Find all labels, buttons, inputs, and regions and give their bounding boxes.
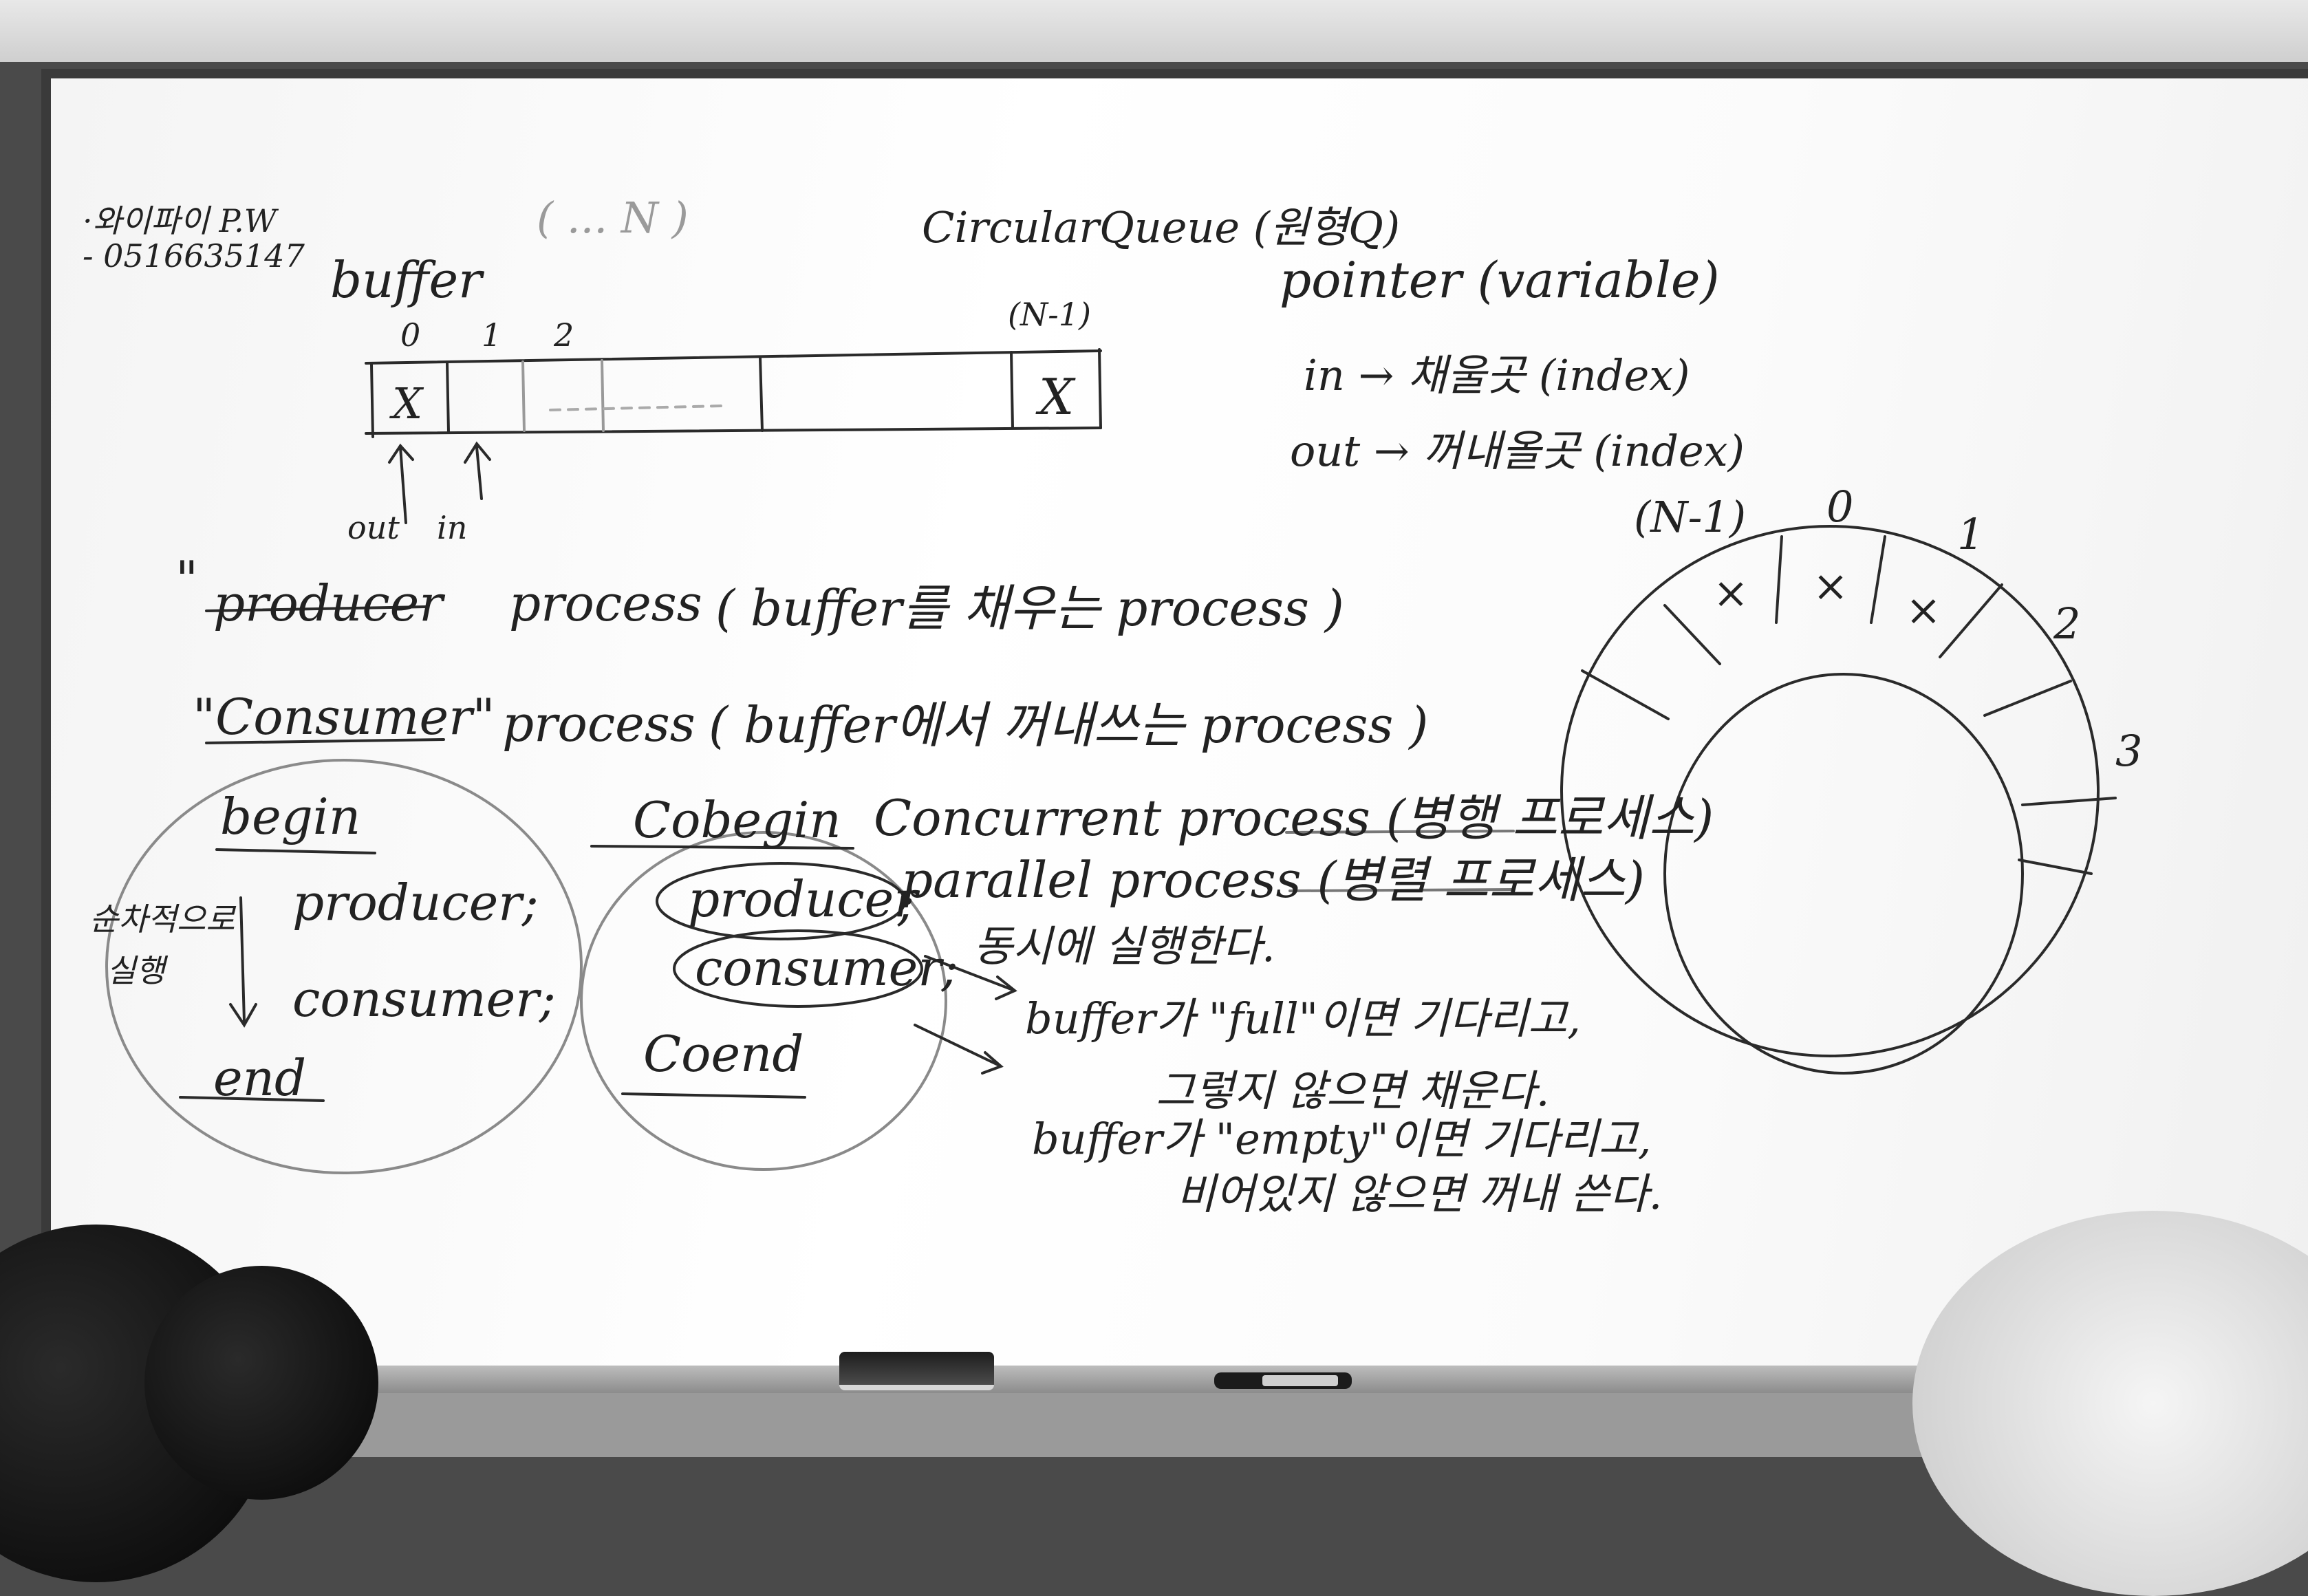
sequential-side-note-2: 실행 (107, 952, 165, 989)
buffer-index-last: (N-1) (1008, 296, 1091, 333)
buffer-index-1: 1 (482, 316, 502, 354)
empty-else-note: 비어있지 않으면 꺼내 쓴다. (1176, 1169, 1663, 1219)
in-definition: in → 채울곳 (index) (1304, 350, 1690, 400)
out-pointer-label: out (347, 509, 400, 546)
in-pointer-label: in (437, 509, 468, 546)
faint-erased-text: ( ... N ) (537, 193, 689, 243)
whiteboard-marker (1214, 1372, 1352, 1389)
cobegin-keyword: Cobegin (633, 791, 841, 849)
wifi-note-line1: ·와이파이 P.W (83, 202, 277, 239)
full-wait-note: buffer가 "full"이면 기다리고, (1025, 993, 1581, 1044)
buffer-index-0: 0 (400, 316, 421, 354)
consumer-description: ( buffer에서 꺼내쓰는 process ) (709, 696, 1429, 754)
empty-wait-note: buffer가 "empty"이면 기다리고, (1032, 1114, 1652, 1164)
circular-queue-title: CircularQueue (원형Q) (922, 202, 1401, 252)
begin-keyword: begin (220, 788, 361, 845)
producer-name: producer (213, 574, 443, 632)
simultaneous-note: 동시에 실행한다. (973, 921, 1275, 971)
ring-label-1: 1 (1957, 509, 1985, 559)
ring-label-last: (N-1) (1634, 492, 1747, 542)
buffer-cell-0-mark: X (392, 378, 423, 429)
sequential-consumer: consumer; (292, 970, 556, 1028)
circular-queue-drawing (1560, 525, 2117, 1075)
coend-keyword: Coend (643, 1025, 804, 1083)
pointer-title: pointer (variable) (1280, 251, 1720, 309)
wifi-note-line2: - 0516635147 (83, 237, 305, 274)
buffer-label: buffer (330, 251, 482, 309)
ring-label-0: 0 (1826, 482, 1854, 532)
buffer-cell-last-mark: X (1039, 368, 1075, 426)
consumer-name: "Consumer" (193, 688, 495, 746)
concurrent-block-drawing (580, 830, 1515, 1171)
concurrent-process-label: Concurrent process (병행 프로세스) (874, 789, 1714, 847)
producer-quote: " (175, 550, 199, 608)
sequential-producer: producer; (292, 874, 539, 931)
producer-description: ( buffer를 채우는 process ) (715, 579, 1344, 637)
out-definition: out → 꺼내올곳 (index) (1290, 426, 1745, 476)
buffer-index-2: 2 (554, 316, 574, 354)
sequential-block-drawing (105, 605, 583, 1174)
concurrent-producer-semicolon: ; (898, 874, 915, 931)
whiteboard-eraser (839, 1352, 994, 1390)
whiteboard (41, 69, 2308, 1376)
producer-process-word: process (509, 574, 702, 632)
end-keyword: end (213, 1049, 307, 1107)
audience-head-left-2 (144, 1266, 378, 1500)
ceiling (0, 0, 2308, 62)
consumer-process-word: process (502, 695, 695, 753)
ring-slot-mark-3: × (1906, 585, 1941, 635)
concurrent-consumer: consumer; (695, 939, 958, 997)
ring-label-2: 2 (2053, 598, 2081, 649)
full-else-note: 그렇지 않으면 채운다. (1156, 1066, 1550, 1116)
concurrent-producer: producer (688, 870, 918, 928)
ring-label-3: 3 (2115, 726, 2143, 776)
handwritten-strokes (105, 348, 2117, 1174)
ring-slot-mark-2: × (1813, 561, 1848, 611)
buffer-array-drawing (365, 348, 1102, 524)
ring-slot-mark-1: × (1713, 568, 1749, 618)
sequential-side-note-1: 순차적으로 (89, 901, 235, 938)
parallel-process-label: parallel process (병렬 프로세스) (901, 851, 1646, 909)
